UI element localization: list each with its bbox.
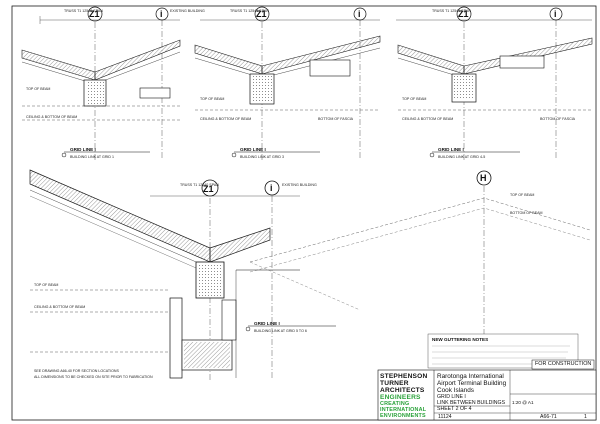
existing-building-label: EXISTING BUILDING — [170, 9, 205, 13]
existing-building-label-4: EXISTING BUILDING — [282, 183, 317, 187]
section-title-2: GRID LINE I — [240, 147, 266, 152]
section-title-3: GRID LINE I — [438, 147, 464, 152]
bottom-of-fascia-label-3: BOTTOM OF FASCIA — [540, 117, 576, 121]
grid-ref-h: H — [480, 173, 487, 183]
section-title-1: GRID LINE I — [70, 147, 96, 152]
grid-ref-z1-4: Z1 — [203, 184, 214, 194]
general-note-1: SEE DRAWING A66-40 FOR SECTION LOCATIONS — [34, 369, 119, 373]
ceiling-label-1: CEILING & BOTTOM OF BEAM — [26, 115, 77, 119]
firm-tagline-3: ENVIRONMENTS — [380, 413, 426, 419]
top-of-beam-label-2: TOP OF BEAM — [200, 97, 224, 101]
section-sub-2: BUILDING LINK AT GRID 3 — [240, 155, 284, 159]
grid-ref-z1-3: Z1 — [458, 9, 469, 19]
revision-number: 1 — [584, 413, 587, 420]
top-of-beam-label-4: TOP OF BEAM — [34, 283, 58, 287]
grid-ref-i-3: i — [554, 9, 557, 19]
scale: 1:20 @ A1 — [512, 400, 534, 405]
truss-span-label-2: TRUSS T1 12540 SPAN — [230, 9, 269, 13]
truss-span-label-4: TRUSS T1 12540 SPAN — [180, 183, 219, 187]
firm-name-line1: STEPHENSON — [380, 373, 428, 380]
detail-3: Z1 i TRUSS T1 12540 SPAN TOP OF BEAM CEI… — [396, 6, 593, 160]
grid-ref-z1: Z1 — [89, 9, 100, 19]
top-of-beam-label-h: TOP OF BEAM — [510, 193, 534, 197]
project-title-line3: Cook Islands — [437, 387, 474, 394]
sheet-title-line1: GRID LINE I — [437, 394, 466, 400]
status-stamp — [531, 359, 595, 370]
truss-span-label: TRUSS T1 12540 SPAN — [64, 9, 103, 13]
firm-tagline-2: INTERNATIONAL — [380, 407, 427, 413]
grid-ref-z1-2: Z1 — [256, 9, 267, 19]
detail-1: Z1 i TRUSS T1 12540 SPAN EXISTING BUILDI… — [21, 6, 205, 160]
grid-ref-i-4: i — [270, 183, 273, 193]
ceiling-label-4: CEILING & BOTTOM OF BEAM — [34, 305, 85, 309]
firm-name-line3: ARCHITECTS — [380, 387, 425, 394]
status-text: FOR CONSTRUCTION — [535, 361, 592, 367]
section-sub-4: BUILDING LINK AT GRID 5 TO 6 — [254, 329, 307, 333]
firm-name-line2: TURNER — [380, 380, 409, 387]
firm-tagline-1: CREATING — [380, 401, 410, 407]
sheet-title-line2: LINK BETWEEN BUILDINGS — [437, 400, 506, 406]
notes-box-title: NEW GUTTERING NOTES — [432, 337, 488, 342]
section-sub-3: BUILDING LINK AT GRID 4-5 — [438, 155, 485, 159]
top-of-beam-label-1: TOP OF BEAM — [26, 87, 50, 91]
project-title-line1: Rarotonga International — [437, 373, 504, 380]
section-sub-1: BUILDING LINK AT GRID 1 — [70, 155, 114, 159]
grid-ref-i-2: i — [358, 9, 361, 19]
sheet-border — [11, 5, 597, 421]
ceiling-label-3: CEILING & BOTTOM OF BEAM — [402, 117, 453, 121]
sheet-title-line3: SHEET 2 OF 4 — [437, 406, 472, 412]
grid-bubble-z1 — [87, 6, 103, 22]
job-number: 11124 — [438, 413, 452, 420]
truss-span-label-3: TRUSS T1 12540 SPAN — [432, 9, 471, 13]
general-note-2: ALL DIMENSIONS TO BE CHECKED ON SITE PRI… — [34, 375, 153, 379]
ceiling-label-2: CEILING & BOTTOM OF BEAM — [200, 117, 251, 121]
project-title-line2: Airport Terminal Building — [437, 380, 507, 387]
bottom-of-fascia-label-2: BOTTOM OF FASCIA — [318, 117, 354, 121]
detail-4: Z1 i H TRUSS T1 12540 SPAN EXISTING BUIL… — [29, 169, 591, 380]
grid-ref-i: i — [160, 9, 163, 19]
bottom-of-beam-label-h: BOTTOM OF BEAM — [510, 211, 542, 215]
title-block — [377, 369, 597, 421]
firm-name-line4: ENGINEERS — [380, 394, 421, 401]
drawing-number: A66-71 — [540, 413, 557, 420]
section-title-4: GRID LINE I — [254, 321, 280, 326]
detail-2: Z1 i TRUSS T1 12540 SPAN TOP OF BEAM CEI… — [194, 6, 381, 160]
top-of-beam-label-3: TOP OF BEAM — [402, 97, 426, 101]
